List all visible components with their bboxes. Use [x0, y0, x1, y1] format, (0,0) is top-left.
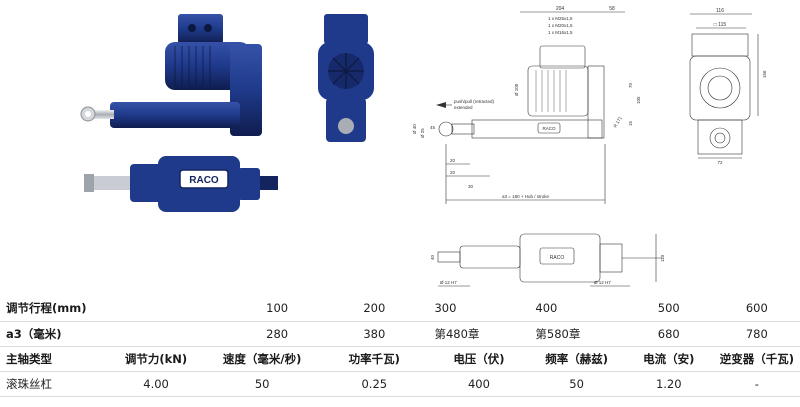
a3-value: 680	[657, 326, 680, 341]
dim-push2: extended	[454, 105, 473, 110]
dim-12h7-a: Ø 12 H7	[440, 280, 457, 285]
header-force: 调节力(kN)	[124, 351, 188, 366]
header-speed: 速度（毫米/秒)	[222, 351, 302, 366]
technical-drawing-end: 116 □ 115 156 72	[689, 8, 767, 164]
dim-105: 105	[636, 96, 641, 104]
header-frequency: 频率（赫兹)	[545, 351, 608, 366]
product-figure: RACO	[80, 6, 767, 287]
cell-power: 0.25	[361, 376, 388, 391]
stroke-value: 600	[745, 301, 768, 316]
actuator-photo-horizontal: RACO	[84, 156, 278, 212]
dim-40b: 40	[430, 254, 435, 260]
dim-20b: 20	[450, 170, 456, 175]
dim-20a: 20	[450, 158, 456, 163]
a3-value: 780	[745, 326, 768, 341]
a3-value: 380	[363, 326, 386, 341]
a3-value: 第480章	[434, 326, 480, 341]
stroke-value: 200	[363, 301, 386, 316]
cell-current: 1.20	[655, 376, 682, 391]
stroke-label: 调节行程(mm)	[6, 301, 87, 316]
dim-a3: a3 = 180 + Hub / stroke	[502, 194, 550, 199]
dim-156: 156	[762, 70, 767, 78]
dim-110: 110	[660, 254, 665, 262]
brand-plate-horizontal: RACO	[189, 175, 219, 186]
cell-force: 4.00	[143, 376, 169, 391]
dim-116: 116	[716, 8, 724, 14]
cell-spindle-type: 滚珠丝杠	[6, 376, 52, 391]
dim-phi25: Ø 25	[420, 128, 425, 138]
stroke-value: 500	[657, 301, 680, 316]
header-spindle-type: 主轴类型	[6, 351, 52, 366]
dim-72: 72	[717, 160, 723, 164]
table-row-a3: a3（毫米) 280 380 第480章 第580章 680 780	[0, 321, 800, 346]
cell-voltage: 400	[467, 376, 490, 391]
dim-115: □ 115	[714, 22, 727, 28]
brand-plate-drawing-front: RACO	[542, 126, 556, 131]
dim-push: push/pull (retracted)	[454, 99, 495, 104]
spec-table: 调节行程(mm) 100 200 300 400 500 600 a3（毫米) …	[0, 296, 800, 397]
dim-30: 30	[468, 184, 474, 189]
brand-plate-drawing-bottom: RACO	[550, 255, 565, 261]
actuator-photo-perspective	[80, 14, 262, 136]
dim-204: 204	[556, 6, 565, 12]
dim-15: 15	[628, 120, 633, 126]
technical-drawing-side: RACO 204 58 1 x M25x1,5 1 x M20x1,5 1 x …	[412, 6, 641, 204]
stroke-value: 100	[266, 301, 289, 316]
dim-45: 45	[430, 125, 436, 130]
technical-drawing-bottom: RACO Ø 12 H7 Ø 12 H7 40 110	[430, 233, 665, 287]
dim-12h7-b: Ø 12 H7	[594, 280, 611, 285]
header-inverter: 逆变器（千瓦)	[719, 351, 794, 366]
dim-m20: 1 x M20x1,5	[548, 23, 573, 28]
header-power: 功率千瓦)	[348, 351, 400, 366]
stroke-value: 300	[434, 301, 457, 316]
actuator-photo-end-view	[318, 14, 374, 142]
header-current: 电流（安)	[643, 351, 695, 366]
dim-m16: 1 x M16x1,5	[548, 30, 573, 35]
cell-inverter: -	[754, 376, 759, 391]
dim-m25: 1 x M25x1,5	[548, 16, 573, 21]
table-header-row: 主轴类型 调节力(kN) 速度（毫米/秒) 功率千瓦) 电压（伏) 频率（赫兹)…	[0, 346, 800, 371]
dim-70: 70	[628, 82, 633, 88]
dim-r: R 171	[613, 115, 624, 128]
a3-label: a3（毫米)	[6, 326, 62, 341]
table-row-stroke: 调节行程(mm) 100 200 300 400 500 600	[0, 296, 800, 321]
stroke-value: 400	[535, 301, 558, 316]
a3-value: 第580章	[535, 326, 581, 341]
table-row: 滚珠丝杠 4.00 50 0.25 400 50 1.20 -	[0, 371, 800, 396]
dim-100: Ø 100	[514, 83, 519, 96]
header-voltage: 电压（伏)	[453, 351, 505, 366]
cell-speed: 50	[254, 376, 270, 391]
dim-58: 58	[609, 6, 615, 12]
cell-frequency: 50	[569, 376, 584, 391]
dim-phi40: Ø 40	[412, 124, 417, 134]
a3-value: 280	[266, 326, 289, 341]
